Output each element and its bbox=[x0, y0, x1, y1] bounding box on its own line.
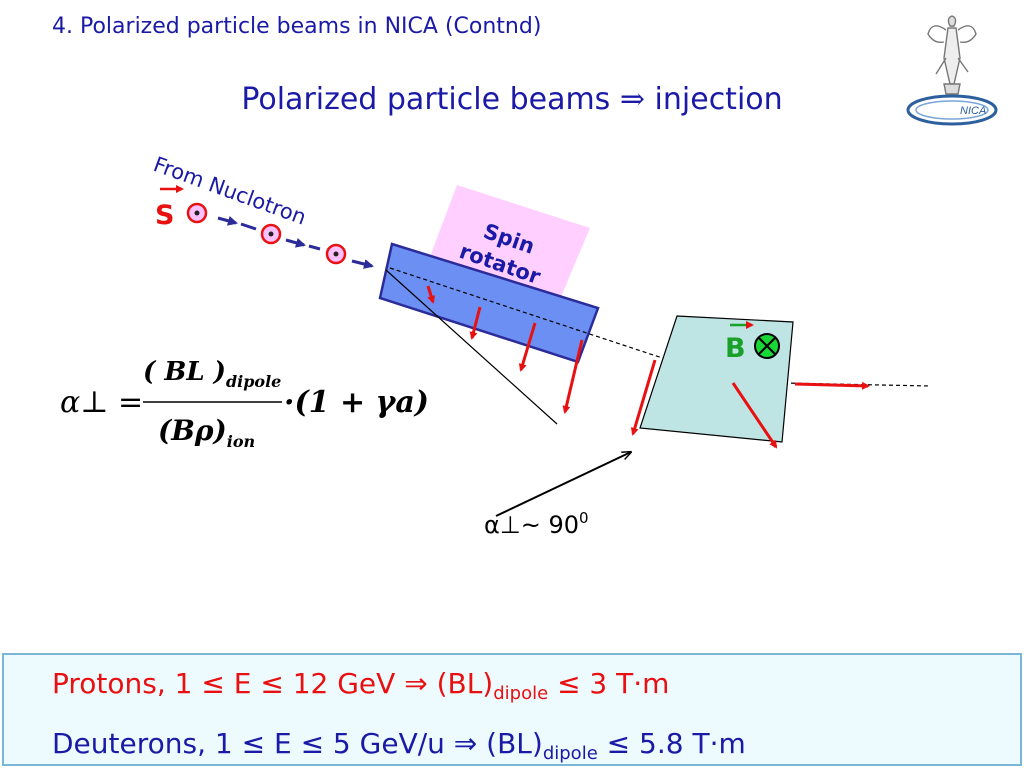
formula-lhs: α⊥ = bbox=[60, 385, 143, 420]
beam-particle-2 bbox=[260, 223, 282, 245]
beam-axis-line-out bbox=[734, 381, 931, 387]
spin-arrow-exit-horizontal bbox=[794, 381, 870, 390]
protons-text: Protons, 1 ≤ E ≤ 12 GeV ⇒ (BL) bbox=[52, 667, 494, 700]
injection-diagram: From Nuclotron S Spin rotator B bbox=[60, 152, 931, 539]
beam-dash-1 bbox=[240, 222, 257, 231]
logo-text: NICA bbox=[960, 105, 986, 117]
deuterons-text: Deuterons, 1 ≤ E ≤ 5 GeV/u ⇒ (BL) bbox=[52, 727, 543, 760]
formula-denominator: (Bρ)ion bbox=[158, 414, 255, 451]
spin-arrow-dipole-4 bbox=[562, 339, 584, 414]
formula-factor: ·(1 + γa) bbox=[284, 385, 429, 420]
spin-arrow-exit-tilted bbox=[731, 382, 778, 449]
beam-particle-3 bbox=[325, 243, 347, 265]
beam-dash-2 bbox=[308, 244, 321, 251]
footer-row-protons: Protons, 1 ≤ E ≤ 12 GeV ⇒ (BL)dipole ≤ 3… bbox=[52, 667, 669, 704]
spin-arrow-dipole-3 bbox=[518, 322, 537, 372]
angle-label: α⊥~ 900 bbox=[484, 509, 589, 539]
protons-sub: dipole bbox=[493, 683, 549, 704]
beam-arrow-3 bbox=[351, 259, 374, 269]
field-symbol: B bbox=[725, 333, 746, 364]
deuterons-limit: ≤ 5.8 T·m bbox=[597, 727, 746, 760]
field-into-page-icon bbox=[754, 333, 780, 359]
angle-pointer-arrow bbox=[495, 452, 631, 517]
beam-arrow-2 bbox=[285, 238, 306, 248]
footer-box: Protons, 1 ≤ E ≤ 12 GeV ⇒ (BL)dipole ≤ 3… bbox=[2, 653, 1022, 766]
statue-icon bbox=[927, 15, 977, 95]
slide-title: 4. Polarized particle beams in NICA (Con… bbox=[52, 14, 542, 39]
slide-subtitle: Polarized particle beams ⇒ injection bbox=[0, 82, 1024, 117]
formula-numerator: ( BL )dipole bbox=[143, 357, 281, 391]
spin-arrow-magnet-entry bbox=[630, 359, 657, 436]
subtitle-end: injection bbox=[654, 82, 783, 117]
subtitle-text: Polarized particle beams bbox=[241, 82, 611, 117]
spin-arrow-dipole-2 bbox=[469, 306, 482, 340]
implies-arrow-icon: ⇒ bbox=[619, 82, 645, 117]
protons-limit: ≤ 3 T·m bbox=[548, 667, 670, 700]
beam-particle-1 bbox=[186, 202, 208, 224]
beam-arrow-1 bbox=[217, 216, 238, 226]
ring-icon bbox=[906, 94, 998, 126]
deflection-line bbox=[385, 269, 558, 425]
nica-logo: NICA bbox=[906, 15, 998, 126]
rotation-formula: α⊥ = ( BL )dipole (Bρ)ion ·(1 + γa) bbox=[60, 357, 429, 451]
deuterons-sub: dipole bbox=[542, 743, 598, 764]
footer-row-deuterons: Deuterons, 1 ≤ E ≤ 5 GeV/u ⇒ (BL)dipole … bbox=[52, 727, 746, 764]
spin-arrow-dipole-1 bbox=[426, 285, 436, 304]
spin-symbol: S bbox=[155, 200, 174, 231]
